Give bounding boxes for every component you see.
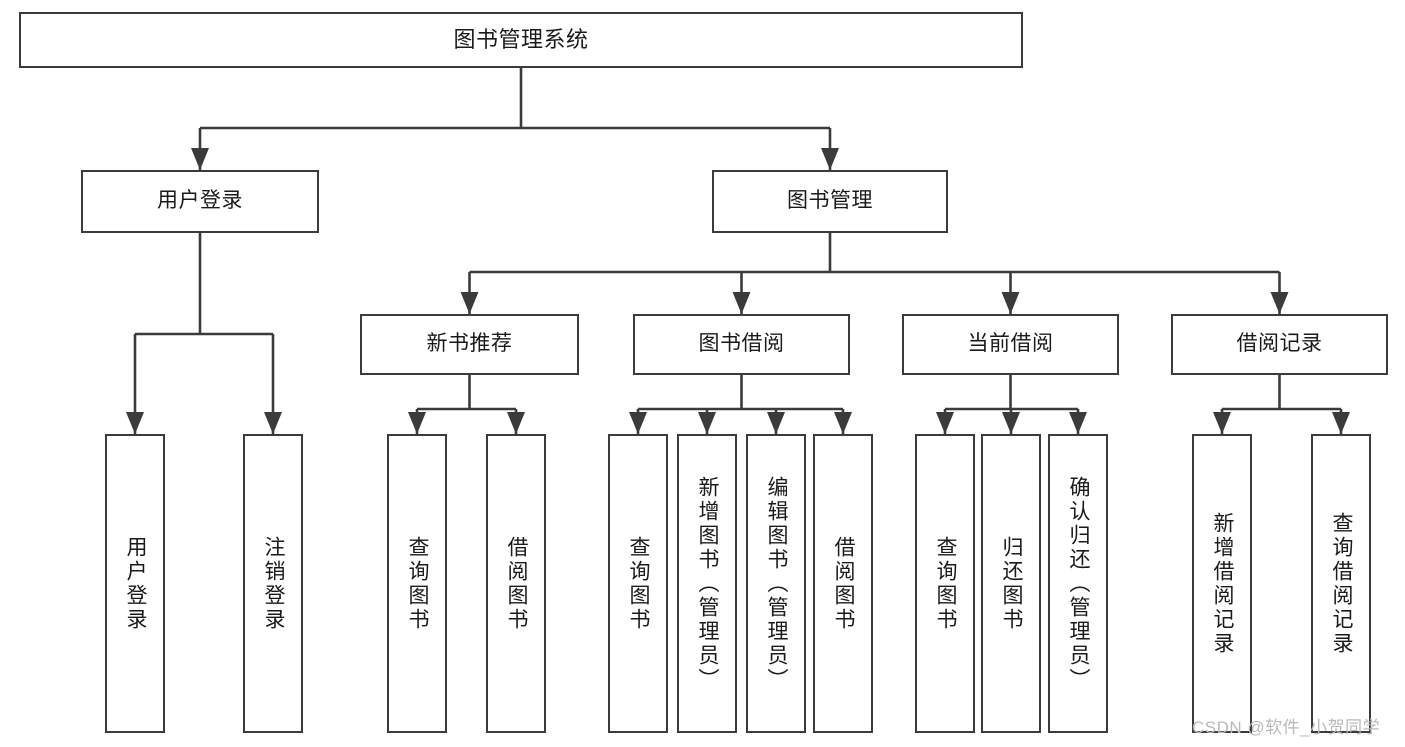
node-label-leaf-confirm-return: 确认归还（管理员） bbox=[1067, 475, 1091, 692]
node-leaf-edit-book[interactable]: 编辑图书（管理员） bbox=[746, 434, 806, 733]
arrowhead-icon-new-book-recommend bbox=[460, 292, 479, 314]
node-leaf-borrow-book-2[interactable]: 借阅图书 bbox=[813, 434, 873, 733]
node-leaf-logout[interactable]: 注销登录 bbox=[243, 434, 303, 733]
node-label-user-login: 用户登录 bbox=[157, 189, 243, 213]
node-label-leaf-borrow-book-1: 借阅图书 bbox=[505, 535, 529, 632]
node-root[interactable]: 图书管理系统 bbox=[19, 12, 1023, 68]
node-user-login[interactable]: 用户登录 bbox=[81, 170, 319, 233]
arrowhead-icon-leaf-query-book-1 bbox=[408, 412, 426, 434]
node-leaf-query-book-2[interactable]: 查询图书 bbox=[608, 434, 668, 733]
arrowhead-icon-book-manage bbox=[821, 148, 839, 170]
node-label-leaf-logout: 注销登录 bbox=[262, 535, 286, 632]
node-label-root: 图书管理系统 bbox=[453, 27, 589, 53]
node-leaf-user-login[interactable]: 用户登录 bbox=[105, 434, 165, 733]
arrowhead-icon-leaf-edit-book bbox=[767, 412, 785, 434]
arrowhead-icon-leaf-confirm-return bbox=[1069, 412, 1087, 434]
node-label-leaf-edit-book: 编辑图书（管理员） bbox=[765, 475, 789, 692]
arrowhead-icon-book-borrow bbox=[732, 292, 751, 314]
arrowhead-icon-leaf-add-record bbox=[1213, 412, 1231, 434]
node-label-leaf-query-book-1: 查询图书 bbox=[406, 535, 430, 632]
node-book-borrow[interactable]: 图书借阅 bbox=[633, 314, 850, 375]
node-label-leaf-return-book: 归还图书 bbox=[1000, 535, 1024, 632]
arrowhead-icon-leaf-return-book bbox=[1002, 412, 1020, 434]
node-leaf-confirm-return[interactable]: 确认归还（管理员） bbox=[1048, 434, 1108, 733]
arrowhead-icon-user-login bbox=[191, 148, 209, 170]
node-label-leaf-add-record: 新增借阅记录 bbox=[1211, 511, 1235, 656]
node-leaf-add-record[interactable]: 新增借阅记录 bbox=[1192, 434, 1252, 733]
node-leaf-return-book[interactable]: 归还图书 bbox=[981, 434, 1041, 733]
node-label-new-book-recommend: 新书推荐 bbox=[426, 332, 513, 356]
node-label-leaf-query-book-2: 查询图书 bbox=[627, 535, 651, 632]
node-label-book-borrow: 图书借阅 bbox=[698, 332, 785, 356]
node-leaf-query-book-1[interactable]: 查询图书 bbox=[387, 434, 447, 733]
node-label-leaf-user-login: 用户登录 bbox=[124, 535, 148, 632]
node-book-manage[interactable]: 图书管理 bbox=[712, 170, 948, 233]
arrowhead-icon-leaf-query-record bbox=[1332, 412, 1350, 434]
node-leaf-query-book-3[interactable]: 查询图书 bbox=[915, 434, 975, 733]
arrowhead-icon-borrow-record bbox=[1270, 292, 1289, 314]
arrowhead-icon-leaf-logout bbox=[264, 412, 282, 434]
node-label-leaf-query-record: 查询借阅记录 bbox=[1330, 511, 1354, 656]
node-label-borrow-record: 借阅记录 bbox=[1236, 332, 1323, 356]
node-borrow-record[interactable]: 借阅记录 bbox=[1171, 314, 1388, 375]
arrowhead-icon-leaf-query-book-2 bbox=[629, 412, 647, 434]
arrowhead-icon-leaf-add-book bbox=[698, 412, 716, 434]
node-leaf-add-book[interactable]: 新增图书（管理员） bbox=[677, 434, 737, 733]
arrowhead-icon-leaf-user-login bbox=[126, 412, 144, 434]
arrowhead-icon-leaf-borrow-book-2 bbox=[834, 412, 852, 434]
arrowhead-icon-leaf-query-book-3 bbox=[936, 412, 954, 434]
node-label-current-borrow: 当前借阅 bbox=[967, 332, 1054, 356]
node-label-leaf-borrow-book-2: 借阅图书 bbox=[832, 535, 856, 632]
node-leaf-borrow-book-1[interactable]: 借阅图书 bbox=[486, 434, 546, 733]
node-leaf-query-record[interactable]: 查询借阅记录 bbox=[1311, 434, 1371, 733]
node-current-borrow[interactable]: 当前借阅 bbox=[902, 314, 1119, 375]
node-new-book-recommend[interactable]: 新书推荐 bbox=[360, 314, 579, 375]
node-label-leaf-add-book: 新增图书（管理员） bbox=[696, 475, 720, 692]
node-label-book-manage: 图书管理 bbox=[787, 189, 873, 213]
arrowhead-icon-current-borrow bbox=[1001, 292, 1020, 314]
watermark: CSDN @软件_小贺同学 bbox=[1192, 718, 1381, 737]
arrowhead-icon-leaf-borrow-book-1 bbox=[507, 412, 525, 434]
node-label-leaf-query-book-3: 查询图书 bbox=[934, 535, 958, 632]
